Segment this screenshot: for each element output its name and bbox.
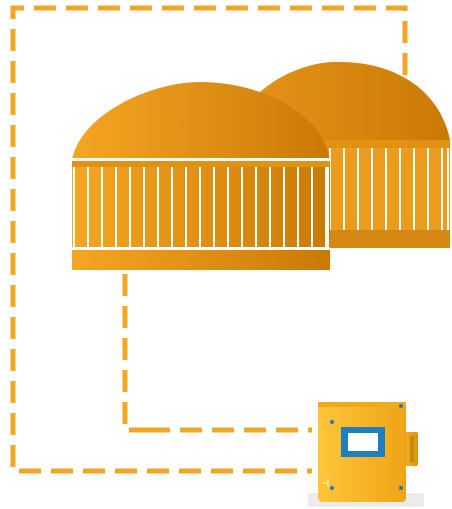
connection-line-front-tank <box>125 274 312 430</box>
gas-analyzer-device-icon <box>308 402 424 507</box>
front-tank-icon <box>72 82 330 270</box>
